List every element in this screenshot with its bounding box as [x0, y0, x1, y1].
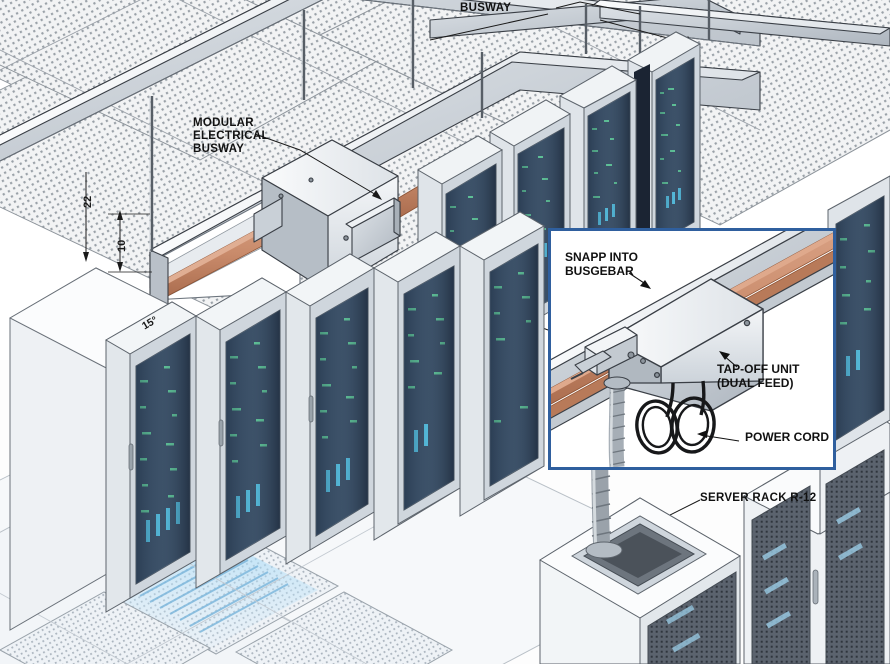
dimension-22: 22 — [82, 195, 94, 208]
inset-label-power-cord: POWER CORD — [745, 430, 829, 444]
power-cords — [635, 380, 716, 455]
inset-label-snap-into-busbar: SNAPP INTO BUSGEBAR — [565, 250, 638, 278]
inset-label-tap-off-unit: TAP-OFF UNIT (DUAL FEED) — [717, 362, 800, 390]
inset-flex-conduit — [603, 376, 631, 467]
detail-callout-panel: SNAPP INTO BUSGEBAR TAP-OFF UNIT (DUAL F… — [548, 228, 836, 470]
label-modular-electrical-busway: MODULAR ELECTRICAL BUSWAY — [193, 117, 269, 155]
dimension-10: 10 — [116, 239, 128, 252]
label-server-rack-r12: SERVER RACK R-12 — [700, 492, 817, 504]
busway-hanger-rods — [150, 0, 711, 252]
label-busway: BUSWAY — [460, 2, 512, 14]
rack-row-right — [742, 175, 890, 664]
rack-row-front — [8, 211, 546, 631]
hanger-rod-highlights — [149, 0, 412, 252]
tap-off-detail-illustration — [551, 231, 833, 467]
